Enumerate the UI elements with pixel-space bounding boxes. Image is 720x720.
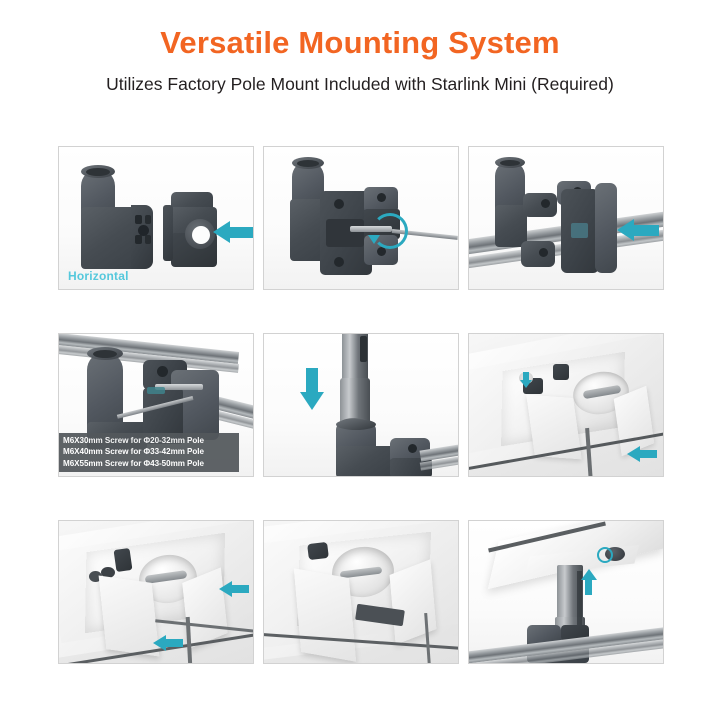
panel-5-illustration — [264, 334, 458, 476]
panel-1-illustration — [59, 147, 253, 289]
screw-spec-line-2: M6X40mm Screw for Φ33-42mm Pole — [63, 447, 204, 457]
header: Versatile Mounting System Utilizes Facto… — [0, 0, 720, 97]
instruction-panel-3 — [468, 146, 664, 290]
instruction-panel-6 — [468, 333, 664, 477]
page-subtitle: Utilizes Factory Pole Mount Included wit… — [106, 74, 614, 95]
instruction-panel-1: Horizontal — [58, 146, 254, 290]
cyan-rotate-arrow-head-icon — [368, 235, 380, 244]
instruction-panel-8 — [263, 520, 459, 664]
horizontal-label: Horizontal — [68, 269, 129, 283]
screw-spec-line-3: M6X55mm Screw for Φ43-50mm Pole — [63, 458, 204, 468]
panel-9-illustration — [469, 521, 663, 663]
panel-8-illustration — [264, 521, 458, 663]
cyan-rotate-arrow-icon — [372, 213, 408, 249]
screw-spec-box: M6X30mm Screw for Φ20-32mm Pole M6X40mm … — [59, 432, 239, 472]
panel-3-illustration — [469, 147, 663, 289]
instruction-panel-grid: Horizontal — [58, 146, 664, 664]
panel-7-illustration — [59, 521, 253, 663]
panel-6-illustration — [469, 334, 663, 476]
instruction-panel-4: M6X30mm Screw for Φ20-32mm Pole M6X40mm … — [58, 333, 254, 477]
instruction-panel-5 — [263, 333, 459, 477]
instruction-panel-2 — [263, 146, 459, 290]
panel-2-illustration — [264, 147, 458, 289]
page-title: Versatile Mounting System — [160, 25, 560, 60]
screw-spec-line-1: M6X30mm Screw for Φ20-32mm Pole — [63, 435, 204, 445]
instruction-panel-7 — [58, 520, 254, 664]
instruction-panel-9 — [468, 520, 664, 664]
